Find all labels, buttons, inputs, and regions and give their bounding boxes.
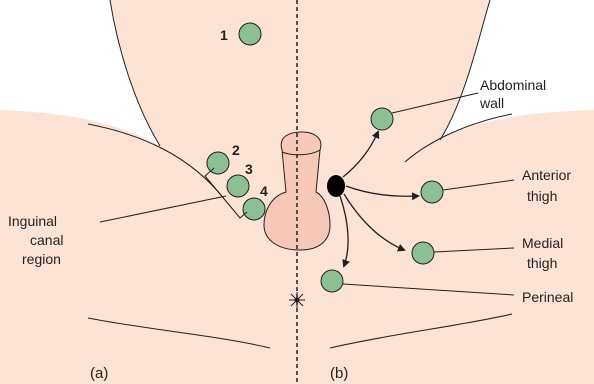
node-3-number: 3	[245, 161, 253, 177]
arrow-to-perineal	[339, 195, 350, 268]
arrow-to-medial-thigh	[343, 193, 406, 252]
arrow-to-abdominal-wall	[342, 130, 380, 178]
panel-b-label: (b)	[330, 365, 348, 382]
node-4	[242, 197, 266, 221]
inguinal-label-line-2: canal	[30, 232, 63, 248]
node-abdominal-wall	[370, 107, 394, 131]
arrow-to-anterior-thigh	[345, 185, 420, 201]
inguinal-label-line-3: region	[22, 251, 61, 267]
node-medial-thigh	[411, 241, 435, 265]
inguinal-leader	[99, 195, 227, 223]
node-4-number: 4	[260, 183, 268, 199]
label-abdominal-wall-line-1: Abdominal	[480, 77, 546, 93]
panel-a-label: (a)	[90, 365, 108, 382]
leader-anterior-thigh	[442, 179, 515, 191]
label-anterior-thigh-line-2: thigh	[527, 188, 557, 204]
leader-medial-thigh	[433, 247, 515, 253]
node-2-number: 2	[232, 142, 240, 158]
leader-perineal	[342, 283, 515, 296]
inguinal-label-line-1: Inguinal	[8, 213, 57, 229]
glans-line	[281, 149, 321, 156]
anus-star-icon	[289, 292, 305, 308]
label-medial-thigh-line-1: Medial	[522, 235, 563, 251]
thigh-crease-right	[404, 113, 513, 163]
node-2	[206, 151, 230, 175]
label-medial-thigh-line-2: thigh	[527, 255, 557, 271]
label-abdominal-wall-line-2: wall	[479, 95, 504, 111]
label-anterior-thigh-line-1: Anterior	[522, 167, 571, 183]
node-perineal	[320, 269, 344, 293]
node-1	[238, 22, 262, 46]
buttock-line-right	[329, 313, 513, 349]
torso-outline-right	[439, 0, 491, 141]
node-1-number: 1	[220, 27, 228, 43]
label-perineal: Perineal	[522, 289, 573, 305]
node-anterior-thigh	[420, 180, 444, 204]
torso-outline-left	[109, 0, 161, 147]
node-3	[226, 174, 250, 198]
buttock-line-left	[87, 317, 271, 349]
leader-abdominal-wall	[391, 92, 479, 114]
primary-node	[327, 175, 345, 197]
